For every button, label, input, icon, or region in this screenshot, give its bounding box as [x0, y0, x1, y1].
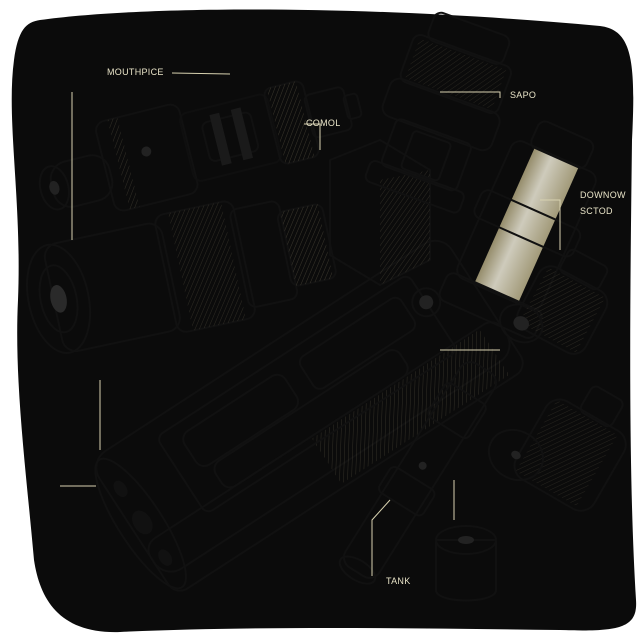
label-right-top: DOWNOW [580, 190, 626, 200]
label-right-bottom: SCTOD [580, 206, 613, 216]
label-mouthpiece: MOUTHPICE [107, 67, 164, 77]
label-top: SAPO [510, 90, 536, 100]
background-blob [11, 9, 637, 633]
label-tank: TANK [386, 576, 411, 586]
mouthpiece-assembly [38, 80, 363, 212]
long-tube [338, 361, 498, 585]
label-coil: COMOL [306, 118, 341, 128]
leader-lines [60, 72, 561, 576]
tank-cylinder-left [26, 200, 337, 354]
small-plug [435, 525, 497, 602]
drip-tip-cap [499, 248, 609, 355]
bottom-cap-right [487, 385, 627, 512]
